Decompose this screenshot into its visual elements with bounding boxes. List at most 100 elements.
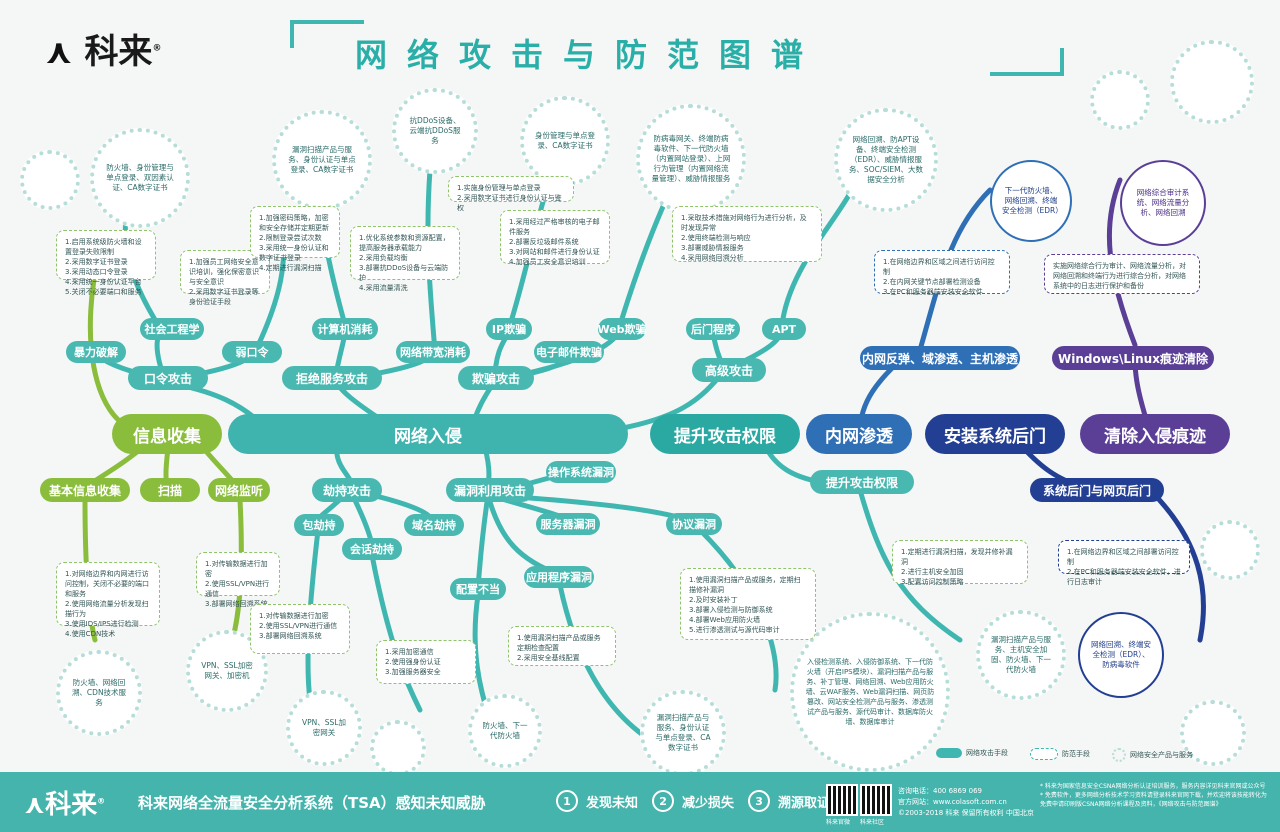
node-intrusion[interactable]: 网络入侵 (228, 414, 628, 454)
page-title: 网络攻击与防范图谱 (355, 36, 824, 74)
qr-code-icon (860, 784, 892, 816)
node-backdoor-prog[interactable]: 后门程序 (686, 318, 740, 340)
circle-social-products: 防火墙、身份管理与单点登录、双因素认证、CA数字证书 (90, 128, 190, 228)
node-apt[interactable]: APT (762, 318, 806, 340)
node-os-trace[interactable]: Windows\Linux痕迹清除 (1052, 346, 1214, 370)
deco-circle (1180, 700, 1246, 766)
node-dos[interactable]: 拒绝服务攻击 (282, 366, 382, 390)
circle-firewall: 防病毒网关、终端防病毒软件、下一代防火墙（内置网站登录）、上网行为管理（内置网络… (636, 104, 746, 214)
node-packet-hijack[interactable]: 包劫持 (294, 514, 344, 536)
node-svc-vuln[interactable]: 服务器漏洞 (536, 513, 600, 535)
box-defense-weak: 1.加强密码策略，加密和安全存储并定期更新 2.限制登录尝试次数 3.采用统一身… (250, 206, 340, 272)
node-basic-info[interactable]: 基本信息收集 (40, 478, 130, 502)
node-internal[interactable]: 内网渗透 (806, 414, 912, 454)
node-password-attack[interactable]: 口令攻击 (128, 366, 208, 390)
node-internal-detail[interactable]: 内网反弹、域渗透、主机渗透 (860, 346, 1020, 370)
node-scan[interactable]: 扫描 (140, 478, 200, 502)
box-defense-escalate: 1.定期进行漏洞扫描，发现并修补漏洞 2.进行主机安全加固 3.配置访问控制策略 (892, 540, 1028, 586)
qr-label-1: 科来官微 (826, 819, 851, 826)
brand-name: 科来 (84, 32, 153, 72)
footer-features: 1 发现未知 2 减少损失 3 溯源取证 (556, 790, 830, 812)
box-defense-apt: 1.采取技术措施对网络行为进行分析，及时发现异常 2.使用终端检测与响应 3.部… (672, 206, 822, 262)
node-escalate[interactable]: 提升攻击权限 (650, 414, 800, 454)
legend-defense-swatch (1030, 748, 1058, 760)
legend-defense-label: 防范手段 (1062, 750, 1090, 758)
node-app-vuln[interactable]: 应用程序漏洞 (524, 566, 594, 588)
deco-circle (1090, 70, 1150, 130)
legend-product-label: 网络安全产品与服务 (1130, 751, 1193, 759)
footer-brand: 科来 (45, 790, 98, 820)
feature-num-1: 1 (556, 790, 578, 812)
brand-reg: ® (152, 43, 162, 54)
deco-circle (1200, 520, 1260, 580)
legend-product-swatch (1112, 748, 1126, 762)
title-bracket (290, 20, 364, 48)
node-os-vuln[interactable]: 操作系统漏洞 (546, 461, 616, 483)
node-social[interactable]: 社会工程学 (140, 318, 204, 340)
box-defense-password: 1.启用系统级防火墙和设置登录失败限制 2.采用数字证书登录 3.采用动态口令登… (56, 230, 156, 296)
box-defense-backdoor: 1.在网络边界和区域之间部署访问控制 2.在PC和服务器端安装安全软件，进行日志… (1058, 540, 1190, 586)
footer-brand-reg: ® (97, 796, 106, 806)
node-domain-hijack[interactable]: 域名劫持 (404, 514, 464, 536)
node-bandwidth[interactable]: 网络带宽消耗 (396, 341, 470, 363)
node-advanced[interactable]: 高级攻击 (692, 358, 766, 382)
node-escalate-2[interactable]: 提升攻击权限 (810, 470, 914, 494)
node-backdoor[interactable]: 安装系统后门 (925, 414, 1065, 454)
node-cleanup[interactable]: 清除入侵痕迹 (1080, 414, 1230, 454)
circle-audit: 网络综合审计系统、网络流量分析、网络回溯 (1120, 160, 1206, 246)
node-misconfig[interactable]: 配置不当 (450, 578, 506, 600)
node-sys-web-backdoor[interactable]: 系统后门与网页后门 (1030, 478, 1164, 502)
circle-fw2: 防火墙、下一代防火墙 (468, 694, 542, 768)
circle-vuln-scan: 漏洞扫描产品与服务、身份认证与单点登录、CA数字证书 (272, 110, 372, 210)
node-deception[interactable]: 欺骗攻击 (458, 366, 534, 390)
circle-ssl: VPN、SSL加密网关 (286, 690, 362, 766)
node-vuln[interactable]: 漏洞利用攻击 (446, 478, 534, 502)
footer-phone: 咨询电话：400 6869 069 (898, 787, 982, 795)
node-email-spoof[interactable]: 电子邮件欺骗 (534, 341, 604, 363)
legend-attack-swatch (936, 748, 962, 758)
footer-site[interactable]: 官方网站：www.colasoft.com.cn (898, 798, 1007, 806)
footer-bar: ⋏科来® 科来网络全流量安全分析系统（TSA）感知未知威胁 1 发现未知 2 减… (0, 772, 1280, 832)
node-info-collect[interactable]: 信息收集 (112, 414, 222, 454)
box-defense-internal: 1.在网络边界和区域之间进行访问控制 2.在内网关键节点部署检测设备 3.在PC… (874, 250, 1010, 296)
legend-defense: 防范手段 (1030, 748, 1090, 760)
node-proto-vuln[interactable]: 协议漏洞 (666, 513, 722, 535)
brand-logo: ⋏ 科来® (45, 24, 161, 73)
title-bracket-right (990, 48, 1064, 76)
node-hijack[interactable]: 劫持攻击 (312, 478, 382, 502)
node-ip-spoof[interactable]: IP欺骗 (486, 318, 532, 340)
feature-trace: 溯源取证 (778, 795, 831, 811)
node-session-hijack[interactable]: 会话劫持 (342, 538, 402, 560)
node-monitor[interactable]: 网络监听 (208, 478, 270, 502)
box-defense-session: 1.采用加密通信 2.使用强身份认证 3.加强服务器安全 (376, 640, 476, 684)
qr-code-icon (826, 784, 858, 816)
brand-mark-icon: ⋏ (45, 32, 73, 72)
footer-brand-mark-icon: ⋏ (24, 790, 46, 820)
circle-ids: 入侵检测系统、入侵防御系统、下一代防火墙（开启IPS模块）、漏洞扫描产品与服务、… (790, 612, 950, 772)
deco-circle (20, 150, 80, 210)
box-defense-vuln: 1.使用漏洞扫描产品或服务，定期扫描修补漏洞 2.及时安装补丁 3.部署入侵检测… (680, 568, 816, 640)
node-brute[interactable]: 暴力破解 (66, 341, 126, 363)
circle-ngfw: 下一代防火墙、网络回溯、终端安全检测（EDR） (990, 160, 1072, 242)
qr-label-2: 科来社区 (860, 819, 885, 826)
circle-scan2: 漏洞扫描产品与服务、身份认证与单点登录、CA数字证书 (640, 690, 726, 776)
feature-discover: 发现未知 (586, 795, 639, 811)
feature-reduce: 减少损失 (682, 795, 735, 811)
feature-num-2: 2 (652, 790, 675, 812)
node-comp-exhaust[interactable]: 计算机消耗 (312, 318, 378, 340)
circle-vuln3: 漏洞扫描产品与服务、主机安全加固、防火墙、下一代防火墙 (976, 610, 1066, 700)
box-defense-misconfig: 1.使用漏洞扫描产品或服务定期检查配置 2.采用安全基线配置 (508, 626, 616, 666)
circle-edr: 网络回溯、终端安全检测（EDR）、防病毒软件 (1078, 612, 1164, 698)
box-defense-dos: 1.优化系统参数和资源配置，提高服务器承载能力 2.采用负载均衡 3.部署抗DD… (350, 226, 460, 292)
box-defense-packet: 1.对传输数据进行加密 2.使用SSL/VPN进行通信 3.部署网络回溯系统 (250, 604, 350, 654)
box-defense-monitor: 1.对传输数据进行加密 2.使用SSL/VPN进行通信 3.部署网络回溯系统 (196, 552, 280, 608)
node-weak[interactable]: 弱口令 (222, 341, 282, 363)
circle-apt-products: 网络回溯、防APT设备、终端安全检测（EDR）、威胁情报服务、SOC/SIEM、… (834, 108, 938, 212)
node-web-spoof[interactable]: Web欺骗 (597, 318, 647, 340)
deco-circle (1170, 40, 1254, 124)
footer-contact: 咨询电话：400 6869 069 官方网站：www.colasoft.com.… (898, 786, 1034, 819)
legend-attack: 网络攻击手段 (936, 748, 1008, 758)
box-defense-cleanup: 实施网络综合行为审计、网络流量分析，对网络回溯和终端行为进行综合分析，对网络系统… (1044, 254, 1200, 294)
circle-identity: 身份管理与单点登录、CA数字证书 (520, 96, 610, 186)
